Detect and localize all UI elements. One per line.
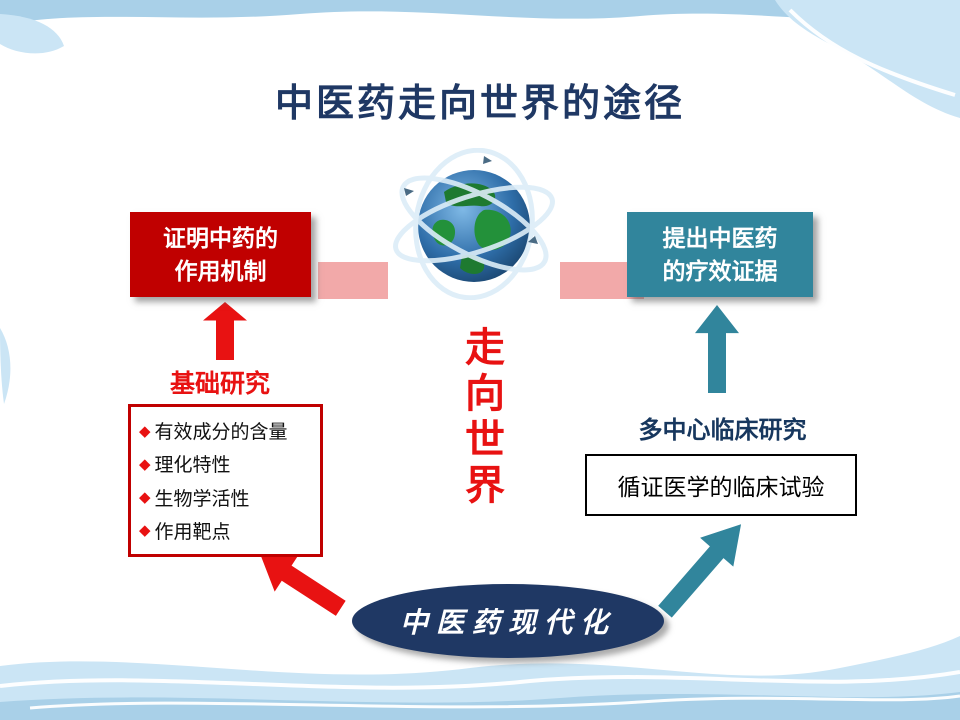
list-item: ◆ 生物学活性 xyxy=(139,484,312,511)
go-global-vertical-text: 走向世界 xyxy=(458,326,505,510)
modernization-to-basic-arrow xyxy=(249,538,353,627)
list-item-label: 作用靶点 xyxy=(154,521,231,543)
list-item-label: 有效成分的含量 xyxy=(154,422,288,443)
list-item-label: 生物学活性 xyxy=(154,488,250,510)
diamond-bullet-icon: ◆ xyxy=(139,489,151,507)
list-item: ◆ 作用靶点 xyxy=(139,517,312,544)
basic-research-label: 基础研究 xyxy=(169,370,270,398)
clinical-research-label: 多中心临床研究 xyxy=(638,417,807,444)
evidence-box-line2: 的疗效证据 xyxy=(662,257,778,284)
mechanism-box-line2: 作用机制 xyxy=(174,257,267,284)
tcm-modernization-label: 中医药现代化 xyxy=(399,606,616,639)
diamond-bullet-icon: ◆ xyxy=(139,455,151,473)
globe-graphic xyxy=(388,147,560,301)
evidence-trial-box: 循证医学的临床试验 xyxy=(585,454,857,516)
mechanism-box-line1: 证明中药的 xyxy=(163,225,278,252)
list-item: ◆ 有效成分的含量 xyxy=(139,417,312,444)
list-item-label: 理化特性 xyxy=(154,455,231,477)
clinical-research-arrow xyxy=(695,305,739,393)
evidence-box-line1: 提出中医药 xyxy=(662,225,778,252)
mechanism-box: 证明中药的 作用机制 xyxy=(130,212,311,297)
research-items-box: ◆ 有效成分的含量 ◆ 理化特性 ◆ 生物学活性 ◆ 作用靶点 xyxy=(128,404,323,557)
list-item: ◆ 理化特性 xyxy=(139,450,312,477)
diamond-bullet-icon: ◆ xyxy=(139,422,151,440)
tcm-modernization-ellipse: 中医药现代化 xyxy=(352,584,664,658)
diamond-bullet-icon: ◆ xyxy=(139,522,151,540)
slide-title: 中医药走向世界的途径 xyxy=(274,83,685,125)
modernization-to-clinical-arrow xyxy=(648,510,757,626)
basic-research-arrow xyxy=(203,302,247,360)
evidence-box: 提出中医药 的疗效证据 xyxy=(627,212,813,297)
